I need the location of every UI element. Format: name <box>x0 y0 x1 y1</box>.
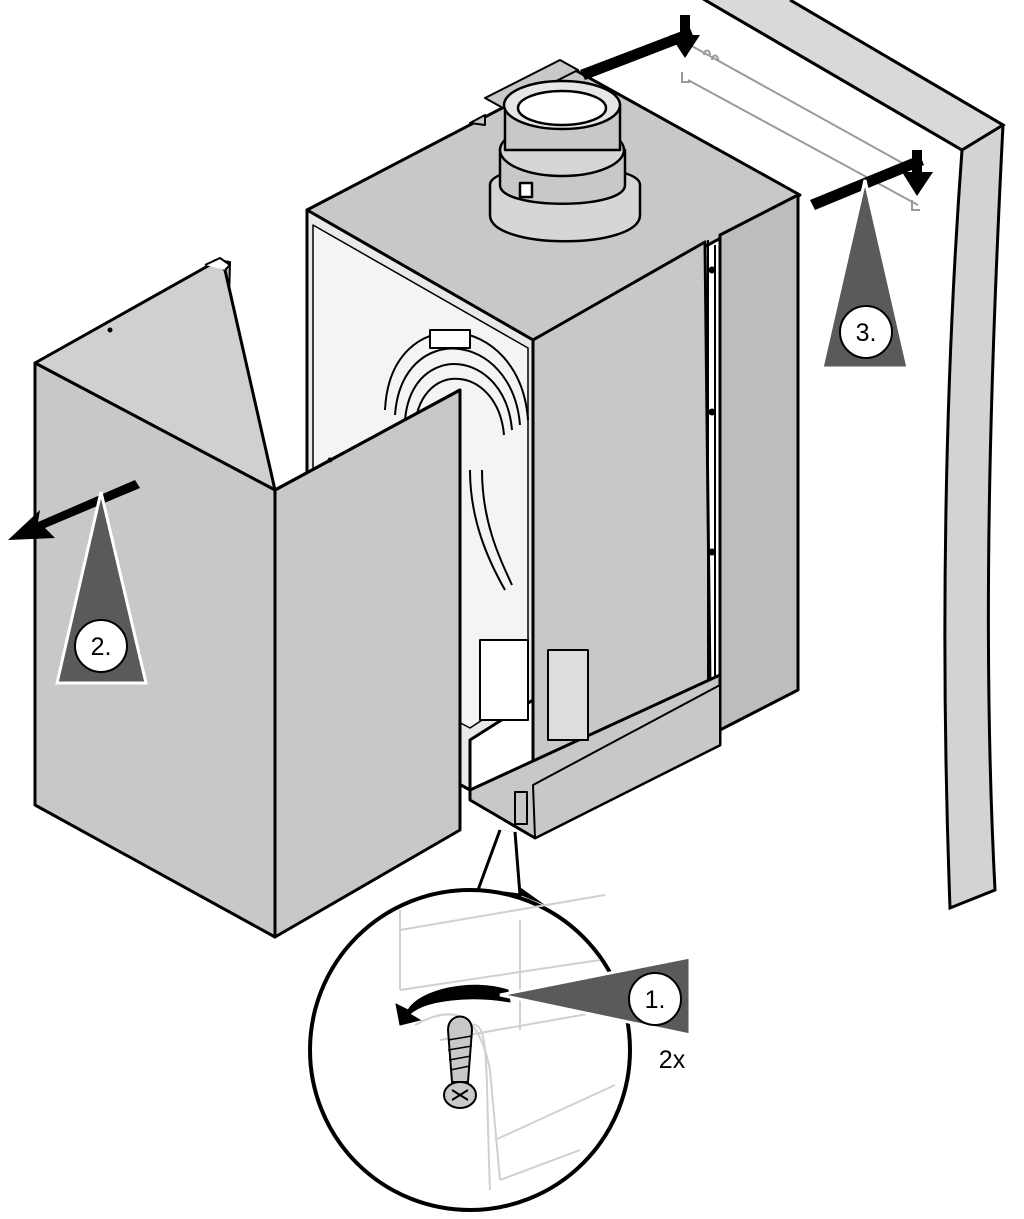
screw-icon <box>443 1015 477 1109</box>
lift-up-arrow-front <box>810 150 933 210</box>
boiler-unit <box>305 59 802 840</box>
lift-up-arrow-rear <box>580 15 700 80</box>
step-2-pointer: 2. <box>55 491 148 685</box>
step-2-label: 2. <box>91 633 112 661</box>
mounting-rail <box>681 44 920 211</box>
burner-assembly <box>384 329 589 741</box>
step-3-pointer: 3. <box>820 179 910 370</box>
front-casing-front-face <box>273 388 462 939</box>
pull-forward-arrow <box>8 480 140 540</box>
step-1-pointer: 1. <box>499 955 692 1037</box>
wall <box>702 0 1006 911</box>
flue-outlet <box>488 79 642 243</box>
unscrew-arrow-icon <box>395 984 511 1026</box>
detail-callout <box>308 829 632 1212</box>
step-1-label: 1. <box>645 986 666 1014</box>
step-3-label: 3. <box>856 319 877 347</box>
quantity-label: 2x <box>659 1046 686 1074</box>
boiler-side-panel <box>718 193 800 732</box>
